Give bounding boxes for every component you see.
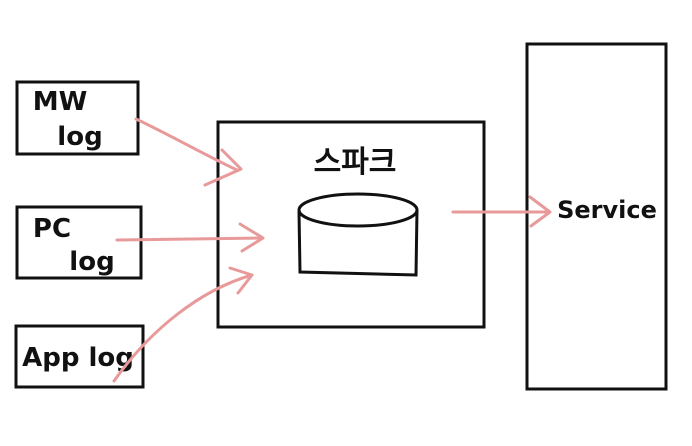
database-cylinder-icon: [297, 192, 419, 277]
storage-label: 스파크: [314, 145, 397, 180]
source-pc-log: PC log: [15, 205, 143, 280]
arrow-mw-to-storage: [134, 117, 243, 187]
source-app-log: App log: [14, 324, 145, 389]
source-mw-log: MW log: [15, 80, 140, 156]
source-mw-log-line1: MW: [33, 87, 88, 117]
storage-box: 스파크: [216, 120, 486, 329]
source-pc-log-line1: PC: [33, 214, 71, 244]
arrow-storage-to-service: [451, 195, 552, 228]
source-pc-log-line2: log: [69, 247, 114, 277]
service-box: Service: [525, 42, 668, 391]
service-label: Service: [557, 196, 657, 224]
source-mw-log-line2: log: [57, 122, 102, 152]
source-app-log-line1: App log: [22, 343, 134, 373]
arrow-app-to-storage: [112, 266, 254, 383]
arrow-pc-to-storage: [115, 222, 265, 253]
